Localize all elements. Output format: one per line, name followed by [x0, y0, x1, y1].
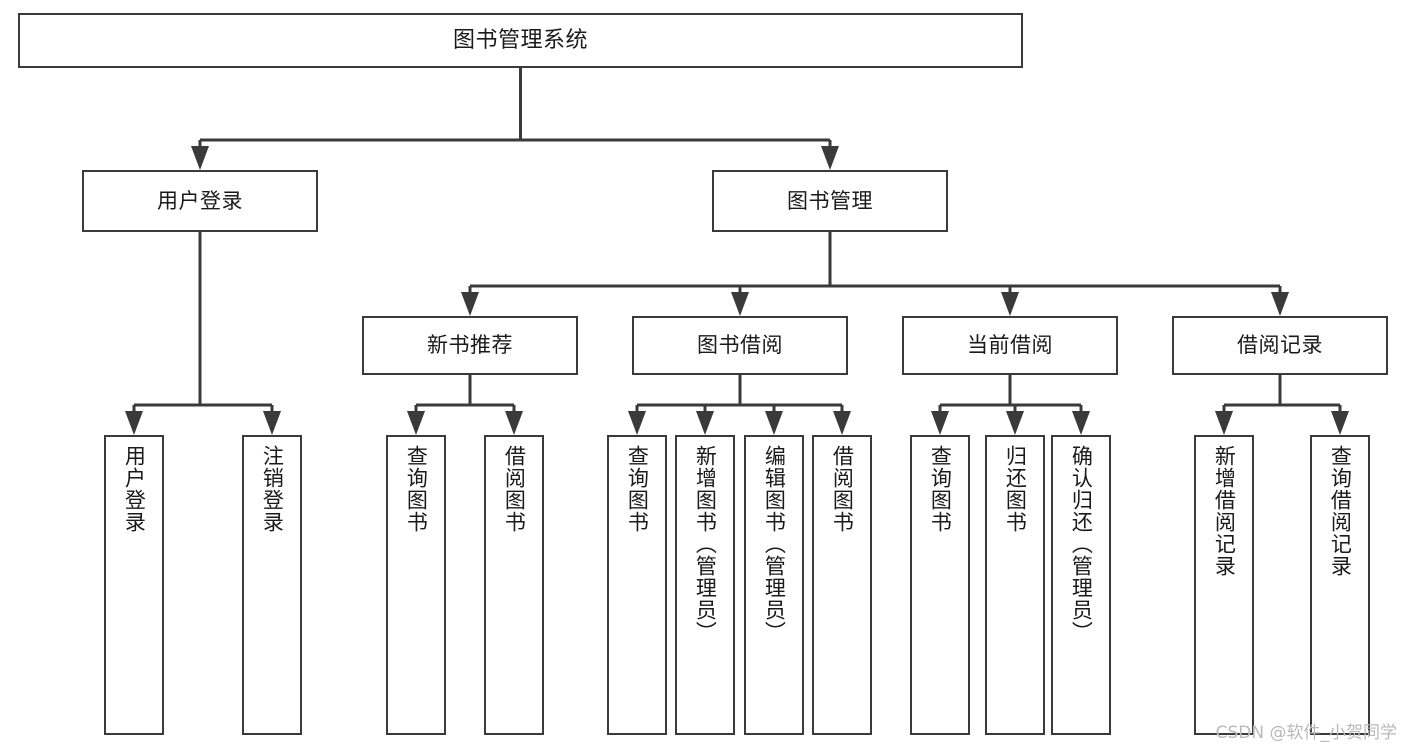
node-label: 图书管理: [787, 188, 873, 213]
arrowhead-icon: [731, 292, 749, 316]
node-leaf-logout[interactable]: 注销登录: [242, 435, 302, 735]
node-label: 查询借阅记录: [1328, 445, 1353, 577]
arrowhead-icon: [461, 292, 479, 316]
arrowhead-icon: [1001, 292, 1019, 316]
node-label: 新增图书（管理员）: [693, 445, 718, 643]
node-label: 新书推荐: [427, 333, 513, 358]
node-leaf-user-login[interactable]: 用户登录: [104, 435, 164, 735]
node-label: 编辑图书（管理员）: [762, 445, 787, 643]
node-current-borrow[interactable]: 当前借阅: [902, 316, 1118, 375]
csdn-watermark: CSDN @软件_小贺同学: [1215, 723, 1397, 743]
arrowhead-icon: [191, 146, 209, 170]
node-label: 注销登录: [260, 445, 285, 533]
node-user-login[interactable]: 用户登录: [82, 170, 318, 232]
node-label: 归还图书: [1003, 445, 1028, 533]
arrowhead-icon: [263, 411, 281, 435]
arrowhead-icon: [1006, 411, 1024, 435]
node-leaf-query-1[interactable]: 查询图书: [386, 435, 446, 735]
node-label: 新增借阅记录: [1212, 445, 1237, 577]
node-label: 查询图书: [404, 445, 429, 533]
arrowhead-icon: [833, 411, 851, 435]
node-leaf-borrow-1[interactable]: 借阅图书: [484, 435, 544, 735]
node-label: 借阅图书: [830, 445, 855, 533]
node-leaf-query-3[interactable]: 查询图书: [910, 435, 970, 735]
node-label: 借阅记录: [1237, 333, 1323, 358]
arrowhead-icon: [1215, 411, 1233, 435]
node-book-manage[interactable]: 图书管理: [712, 170, 948, 232]
node-label: 查询图书: [625, 445, 650, 533]
node-leaf-add-book[interactable]: 新增图书（管理员）: [675, 435, 735, 735]
node-label: 确认归还（管理员）: [1069, 445, 1094, 643]
arrowhead-icon: [1072, 411, 1090, 435]
node-leaf-confirm[interactable]: 确认归还（管理员）: [1051, 435, 1111, 735]
node-new-book-rec[interactable]: 新书推荐: [362, 316, 578, 375]
arrowhead-icon: [931, 411, 949, 435]
node-borrow-record[interactable]: 借阅记录: [1172, 316, 1388, 375]
arrowhead-icon: [505, 411, 523, 435]
arrowhead-icon: [628, 411, 646, 435]
node-leaf-edit-book[interactable]: 编辑图书（管理员）: [744, 435, 804, 735]
node-book-borrow[interactable]: 图书借阅: [632, 316, 848, 375]
node-label: 借阅图书: [502, 445, 527, 533]
node-label: 图书管理系统: [452, 27, 588, 53]
node-label: 图书借阅: [697, 333, 783, 358]
node-leaf-return[interactable]: 归还图书: [985, 435, 1045, 735]
arrowhead-icon: [1331, 411, 1349, 435]
node-label: 用户登录: [157, 188, 243, 213]
arrowhead-icon: [696, 411, 714, 435]
node-leaf-query-rec[interactable]: 查询借阅记录: [1310, 435, 1370, 735]
node-label: 查询图书: [928, 445, 953, 533]
arrowhead-icon: [1271, 292, 1289, 316]
node-label: 用户登录: [122, 445, 147, 533]
arrowhead-icon: [821, 146, 839, 170]
node-leaf-borrow-2[interactable]: 借阅图书: [812, 435, 872, 735]
arrowhead-icon: [407, 411, 425, 435]
arrowhead-icon: [125, 411, 143, 435]
node-leaf-query-2[interactable]: 查询图书: [607, 435, 667, 735]
node-leaf-add-rec[interactable]: 新增借阅记录: [1194, 435, 1254, 735]
arrowhead-icon: [765, 411, 783, 435]
node-label: 当前借阅: [967, 333, 1053, 358]
node-root[interactable]: 图书管理系统: [18, 13, 1023, 68]
